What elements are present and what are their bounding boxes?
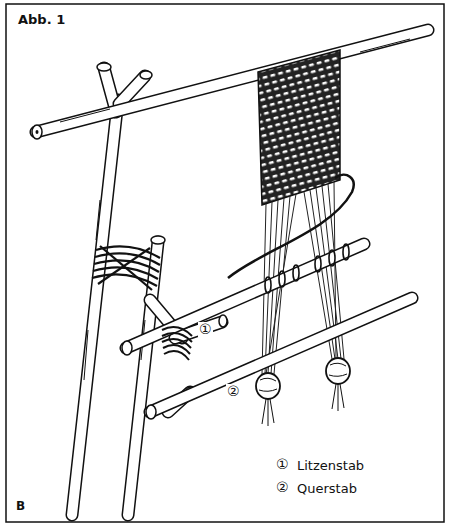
callout-number: ①: [198, 322, 213, 337]
loom-weights: [256, 358, 350, 426]
callout-number: ②: [226, 384, 241, 399]
frame-legs: [72, 63, 165, 515]
frame-border: [6, 4, 444, 522]
warp-beam: [32, 30, 428, 139]
rope-lashing: [92, 246, 160, 290]
callout-number: ②: [276, 480, 289, 495]
part-name: Litzenstab: [297, 459, 364, 473]
artist-mark: B: [16, 500, 25, 513]
woven-fabric: [258, 50, 340, 205]
figure-label: Abb. 1: [18, 13, 65, 27]
callout-number: ①: [276, 457, 289, 472]
shed-cord: [228, 175, 354, 278]
cross-rod: [146, 298, 412, 419]
rope-lashing: [162, 327, 192, 360]
part-name: Querstab: [297, 482, 357, 496]
